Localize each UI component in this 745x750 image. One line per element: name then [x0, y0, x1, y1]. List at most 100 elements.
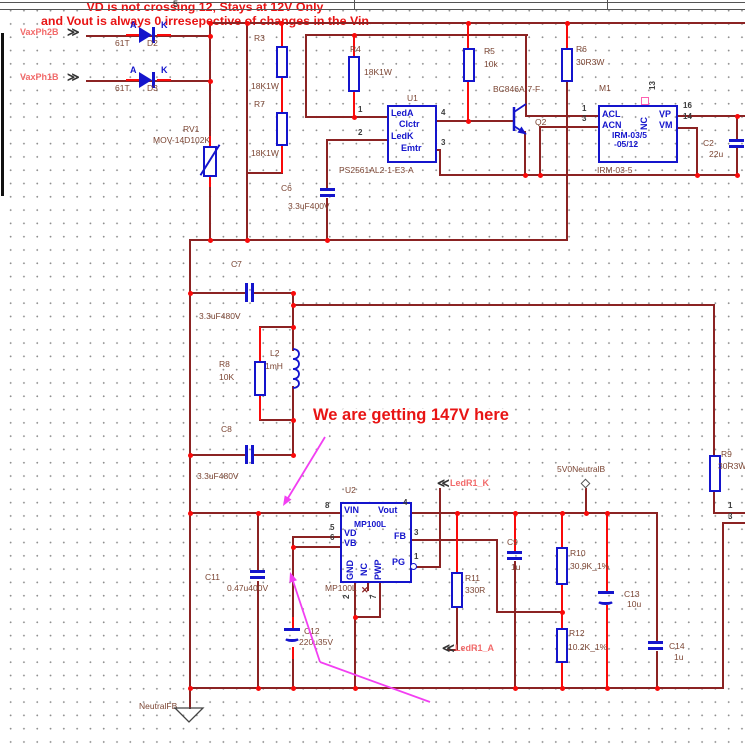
- wire[interactable]: [259, 419, 294, 421]
- label-sheet-col[interactable]: 5: [173, 0, 179, 9]
- label-c14-value[interactable]: 1u: [674, 652, 684, 662]
- wire-q2-base[interactable]: [437, 120, 515, 122]
- wire-top-bus[interactable]: [210, 22, 745, 24]
- wire[interactable]: [292, 292, 294, 351]
- label-u2-vb[interactable]: VB: [344, 538, 357, 548]
- wire-u1-pin1[interactable]: [306, 116, 388, 118]
- cap-c13-arc[interactable]: [597, 597, 614, 605]
- wire-c7[interactable]: [252, 292, 294, 294]
- label-r11-value[interactable]: 330R: [465, 585, 486, 595]
- label-m1-designator[interactable]: M1: [599, 83, 611, 93]
- cap-c2-plate[interactable]: [729, 139, 744, 142]
- resistor-r12[interactable]: [556, 628, 568, 663]
- label-m1-vm[interactable]: VM: [659, 120, 673, 130]
- label-port-vaxph1b[interactable]: VaxPh1B: [20, 72, 59, 82]
- cap-c8-plate[interactable]: [251, 445, 254, 464]
- label-u2-nc[interactable]: NC: [359, 563, 369, 576]
- label-d3-designator[interactable]: D3: [147, 83, 158, 93]
- pin-wire[interactable]: [561, 584, 563, 612]
- ic-u1-body[interactable]: [387, 105, 437, 163]
- label-r4-value[interactable]: 18K1W: [364, 67, 392, 77]
- wire[interactable]: [439, 149, 441, 176]
- label-m1-nc[interactable]: NC: [639, 117, 649, 130]
- label-u2-pin7[interactable]: 7: [369, 594, 378, 599]
- cap-c9-plate[interactable]: [507, 551, 522, 554]
- cap-c8-plate[interactable]: [245, 445, 248, 464]
- wire[interactable]: [713, 490, 715, 514]
- pin-wire[interactable]: [467, 81, 469, 121]
- wire-port-drop[interactable]: [585, 488, 587, 513]
- pin-wire[interactable]: [209, 175, 211, 187]
- resistor-r3[interactable]: [276, 46, 288, 78]
- label-r6-designator[interactable]: R6: [576, 44, 587, 54]
- resistor-r9[interactable]: [709, 455, 721, 492]
- label-ledr1a-chevron[interactable]: ≪: [442, 641, 455, 655]
- wire-5v-bus[interactable]: [412, 512, 658, 514]
- wire-q2-emitter[interactable]: [524, 131, 526, 175]
- label-m1-value[interactable]: IRM-03-5: [597, 165, 633, 175]
- label-u1-clctr[interactable]: Clctr: [399, 119, 420, 129]
- pin-wire[interactable]: [561, 611, 563, 629]
- resistor-r5[interactable]: [463, 48, 475, 82]
- wire-nc-stub[interactable]: [367, 583, 369, 591]
- wire-vp[interactable]: [678, 115, 745, 117]
- label-u2-value[interactable]: MP100L: [325, 583, 357, 593]
- pin-wire[interactable]: [353, 91, 355, 117]
- wire-gnd[interactable]: [354, 583, 356, 688]
- cap-c12-plate[interactable]: [284, 628, 300, 631]
- label-port-vaxph2b[interactable]: VaxPh2B: [20, 27, 59, 37]
- label-d2-designator[interactable]: D2: [147, 38, 158, 48]
- cap-c9-plate[interactable]: [507, 557, 522, 560]
- resistor-r4[interactable]: [348, 56, 360, 92]
- wire[interactable]: [326, 198, 328, 241]
- pin-wire[interactable]: [126, 34, 140, 36]
- label-m1-pin14[interactable]: 14: [683, 112, 692, 121]
- wire[interactable]: [257, 512, 259, 573]
- label-r5-value[interactable]: 10k: [484, 59, 498, 69]
- wire-acl[interactable]: [525, 115, 599, 117]
- label-r7-designator[interactable]: R7: [254, 99, 265, 109]
- label-net-ledr1k[interactable]: LedR1_K: [450, 478, 490, 488]
- wire[interactable]: [456, 607, 458, 650]
- label-r9-designator[interactable]: R9: [721, 449, 732, 459]
- wire[interactable]: [305, 34, 307, 118]
- label-r8-designator[interactable]: R8: [219, 359, 230, 369]
- wire[interactable]: [306, 34, 528, 36]
- label-m1-acl[interactable]: ACL: [602, 109, 621, 119]
- pin-wire[interactable]: [281, 77, 283, 113]
- cap-c14-plate[interactable]: [648, 647, 663, 650]
- diode-d2[interactable]: [139, 27, 152, 43]
- pin-wire[interactable]: [281, 23, 283, 46]
- label-u2-nc-x[interactable]: ✕: [361, 585, 369, 595]
- wire[interactable]: [354, 616, 381, 618]
- label-u2-pin8[interactable]: 8: [325, 501, 330, 510]
- label-u2-inner[interactable]: MP100L: [354, 519, 387, 529]
- diode-d2-bar[interactable]: [152, 27, 155, 43]
- pin-wire[interactable]: [259, 327, 261, 362]
- label-r9-value[interactable]: 30R3W: [718, 461, 745, 471]
- wire-conn3[interactable]: [722, 522, 745, 524]
- label-r10-value[interactable]: 30.9K_1%: [570, 561, 610, 571]
- pin-wire[interactable]: [259, 395, 261, 420]
- label-m1-vp[interactable]: VP: [659, 109, 672, 119]
- label-c6-value[interactable]: 3.3uF400V: [288, 201, 330, 211]
- u2-pg-circle[interactable]: [410, 563, 417, 570]
- m1-nc-pad[interactable]: [641, 97, 649, 105]
- wire[interactable]: [209, 22, 211, 241]
- resistor-r6[interactable]: [561, 48, 573, 82]
- wire[interactable]: [326, 139, 328, 190]
- label-d3-61t[interactable]: 61T: [115, 83, 130, 93]
- label-r5-designator[interactable]: R5: [484, 46, 495, 56]
- wire[interactable]: [259, 326, 294, 328]
- cap-c6-plate[interactable]: [320, 188, 335, 191]
- wire[interactable]: [496, 611, 563, 613]
- label-conn-pin3[interactable]: 3: [728, 512, 733, 521]
- label-d3-anode[interactable]: A: [130, 65, 137, 75]
- label-u1-pin2[interactable]: 2: [358, 128, 363, 137]
- label-u2-pin6[interactable]: 6: [330, 533, 335, 542]
- wire-pwp[interactable]: [379, 583, 381, 618]
- label-port-neutralfb[interactable]: NeutralFB: [139, 701, 178, 711]
- label-c12-designator[interactable]: C12: [304, 626, 320, 636]
- label-c8-designator[interactable]: C8: [221, 424, 232, 434]
- resistor-r7[interactable]: [276, 112, 288, 146]
